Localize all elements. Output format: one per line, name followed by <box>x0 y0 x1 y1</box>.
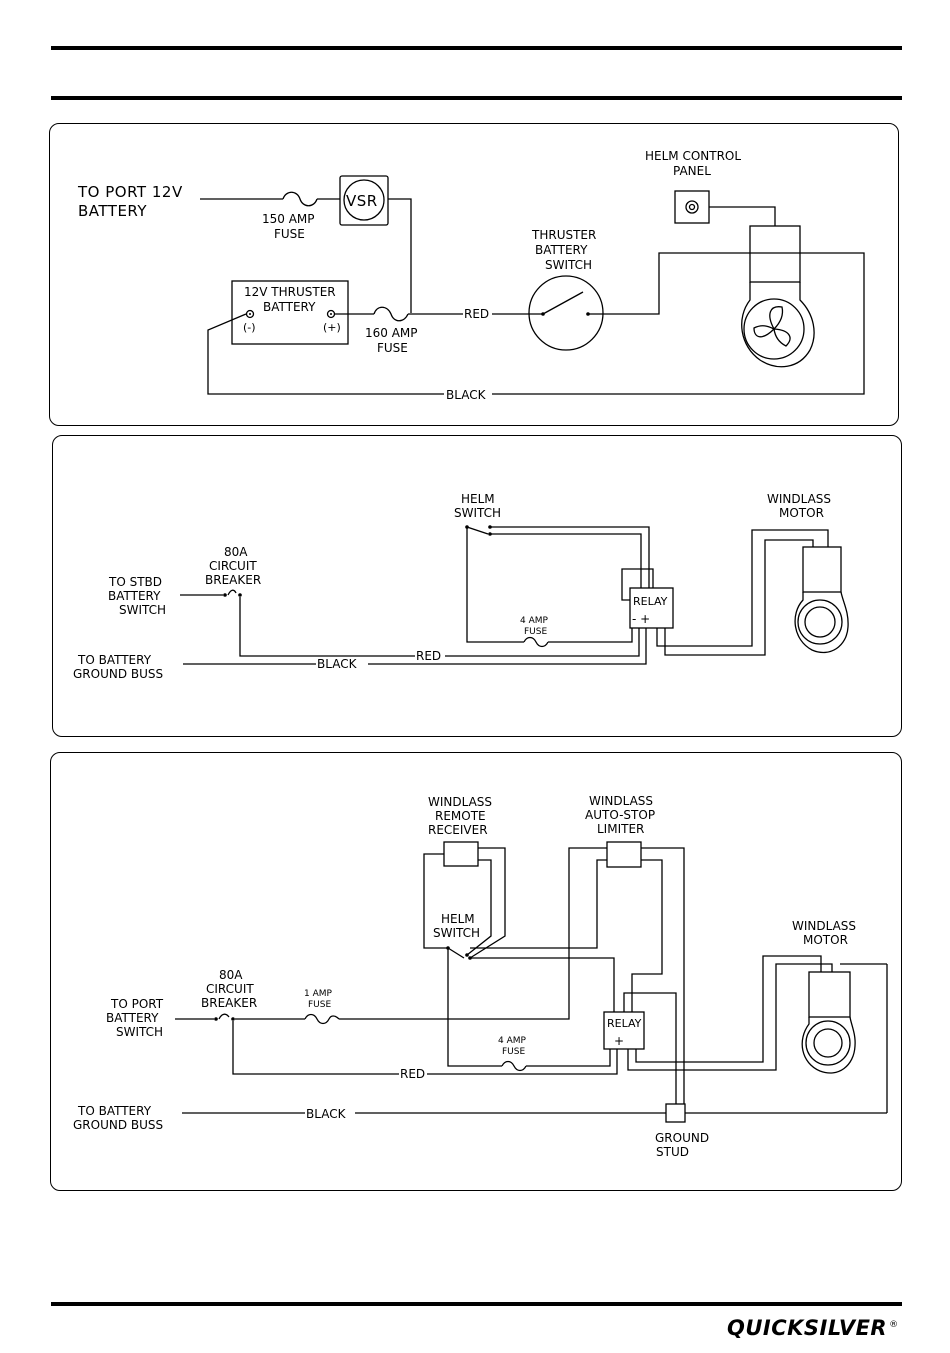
red-wire-label-2: RED <box>416 649 441 663</box>
receiver-label-1: WINDLASS <box>428 795 492 809</box>
ground-buss-label-2: GROUND BUSS <box>73 667 163 681</box>
black-wire-label-3: BLACK <box>306 1107 347 1121</box>
helm-control-label-2: PANEL <box>673 164 711 178</box>
switch-label-1: THRUSTER <box>531 228 596 242</box>
ground-buss-label-4: GROUND BUSS <box>73 1118 163 1132</box>
breaker-label-4: 80A <box>219 968 243 982</box>
breaker-label-5: CIRCUIT <box>206 982 254 996</box>
relay-terminals: - + <box>632 612 650 626</box>
to-port-battery-label-2: BATTERY <box>78 202 147 220</box>
remote-receiver-box <box>443 841 479 867</box>
bottom-rule <box>51 1302 902 1306</box>
limiter-label-3: LIMITER <box>597 822 644 836</box>
fuse-150-symbol <box>282 191 318 207</box>
stbd-label-1: TO STBD <box>108 575 162 589</box>
relay-label-2: RELAY <box>607 1017 642 1030</box>
stbd-label-3: SWITCH <box>119 603 166 617</box>
switch-label-3: SWITCH <box>545 258 592 272</box>
helm-switch-label-3: HELM <box>441 912 475 926</box>
thruster-diagram-panel <box>49 123 899 426</box>
thruster-battery-box <box>231 280 349 345</box>
switch-label-2: BATTERY <box>535 243 588 257</box>
battery-label-2: BATTERY <box>263 300 316 314</box>
receiver-label-3: RECEIVER <box>428 823 488 837</box>
thruster-motor-box <box>749 225 801 283</box>
stbd-label-2: BATTERY <box>108 589 161 603</box>
windlass-motor-box <box>802 546 842 593</box>
fuse-4a-label-2: FUSE <box>524 627 547 637</box>
helm-control-label-1: HELM CONTROL <box>645 149 741 163</box>
windlass-motor-box-2 <box>808 971 851 1018</box>
battery-pos-terminal: (+) <box>323 321 341 334</box>
windlass-motor-label-3: WINDLASS <box>792 919 856 933</box>
fuse-4a-label-1: 4 AMP <box>520 616 549 626</box>
windlass-motor-label-1: WINDLASS <box>767 492 831 506</box>
windlass-diagram-panel <box>52 435 902 737</box>
relay-plus-label: + <box>614 1034 624 1048</box>
registered-mark: ® <box>889 1320 899 1330</box>
fuse-160-label-2: FUSE <box>377 341 408 355</box>
helm-switch-label-2: SWITCH <box>454 506 501 520</box>
ground-buss-label-1: TO BATTERY <box>77 653 152 667</box>
fuse-4a-label-3: 4 AMP <box>498 1036 527 1046</box>
black-wire-label: BLACK <box>446 388 487 402</box>
fuse-4a-symbol <box>523 636 549 648</box>
port-label-3: SWITCH <box>116 1025 163 1039</box>
ground-stud-label-1: GROUND <box>655 1131 709 1145</box>
windlass-motor-label-2: MOTOR <box>779 506 824 520</box>
vsr-label: VSR <box>346 192 378 210</box>
top-rule-1 <box>51 46 902 50</box>
fuse-1a-label-2: FUSE <box>308 1000 331 1010</box>
battery-label-1: 12V THRUSTER <box>244 285 336 299</box>
auto-stop-limiter-box <box>606 841 642 868</box>
ground-stud-label-2: STUD <box>656 1145 689 1159</box>
vsr-box <box>339 175 389 226</box>
limiter-label-1: WINDLASS <box>589 794 653 808</box>
red-wire-label: RED <box>464 307 489 321</box>
limiter-label-2: AUTO-STOP <box>585 808 655 822</box>
thruster-wiring: TO PORT 12V BATTERY 150 AMP FUSE VSR 12V… <box>77 149 865 402</box>
propeller-icon <box>743 298 805 360</box>
breaker-label-3: BREAKER <box>205 573 261 587</box>
helm-switch-label-4: SWITCH <box>433 926 480 940</box>
thruster-motor-housing <box>741 282 815 368</box>
port-label-2: BATTERY <box>106 1011 159 1025</box>
breaker-symbol <box>223 593 227 597</box>
fuse-150-label-1: 150 AMP <box>262 212 315 226</box>
fuse-1a-label-1: 1 AMP <box>304 989 333 999</box>
black-wire-label-2: BLACK <box>317 657 358 671</box>
breaker-label-2: CIRCUIT <box>209 559 257 573</box>
helm-switch-label-1: HELM <box>461 492 495 506</box>
thruster-battery-switch <box>528 275 604 351</box>
relay-label: RELAY <box>633 595 668 608</box>
windlass-motor-label-4: MOTOR <box>803 933 848 947</box>
breaker-symbol-2 <box>214 1017 218 1021</box>
fuse-160-symbol <box>373 306 409 322</box>
top-rule-2 <box>51 96 902 100</box>
breaker-label-6: BREAKER <box>201 996 257 1010</box>
battery-neg-terminal: (-) <box>243 321 256 334</box>
logo-text: QUICKSILVER <box>727 1316 888 1340</box>
receiver-label-2: REMOTE <box>435 809 486 823</box>
fuse-150-label-2: FUSE <box>274 227 305 241</box>
fuse-1a-symbol <box>304 1013 340 1025</box>
relay-box <box>629 587 674 629</box>
quicksilver-logo: QUICKSILVER® <box>727 1316 899 1340</box>
breaker-label-1: 80A <box>224 545 248 559</box>
windlass-drum-icon <box>797 599 843 645</box>
windlass-remote-diagram-panel <box>50 752 902 1191</box>
fuse-160-label-1: 160 AMP <box>365 326 418 340</box>
fuse-4a-symbol-2 <box>501 1060 527 1072</box>
windlass-remote-wiring: WINDLASS REMOTE RECEIVER WINDLASS AUTO-S… <box>73 794 888 1159</box>
to-port-battery-label-1: TO PORT 12V <box>77 183 183 201</box>
windlass-wiring: HELM SWITCH 4 AMP FUSE RELAY - + WINDLAS… <box>73 492 849 681</box>
port-label-1: TO PORT <box>110 997 164 1011</box>
ground-stud-box <box>665 1103 686 1123</box>
red-wire-label-3: RED <box>400 1067 425 1081</box>
fuse-4a-label-4: FUSE <box>502 1047 525 1057</box>
ground-buss-label-3: TO BATTERY <box>77 1104 152 1118</box>
windlass-drum-icon-2 <box>805 1020 851 1066</box>
helm-control-panel <box>674 190 710 224</box>
